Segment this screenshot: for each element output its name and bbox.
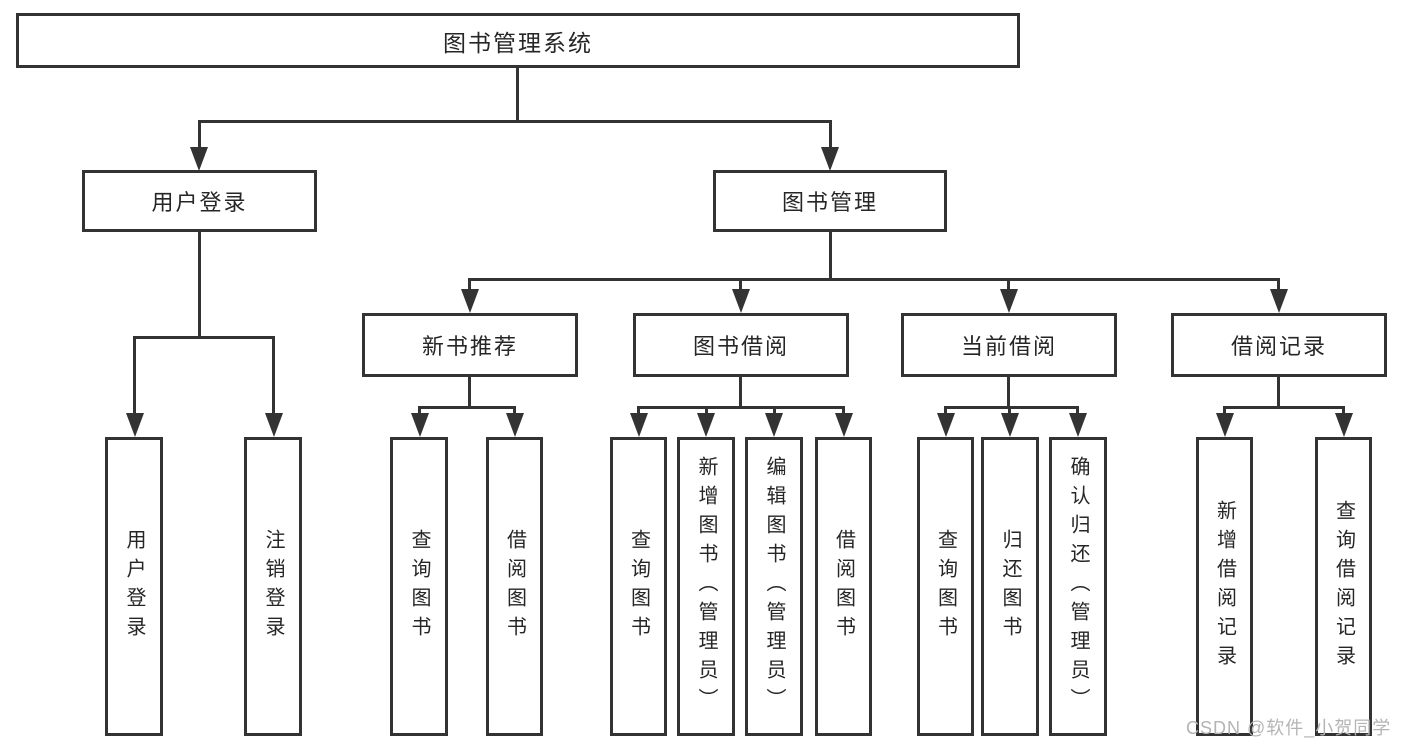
leaf-records-add-borrow-record: 新增借阅记录 bbox=[1196, 437, 1253, 736]
node-label: 图书管理 bbox=[781, 190, 878, 215]
connector-line bbox=[1277, 278, 1280, 292]
connector-line bbox=[829, 232, 832, 279]
connector-line bbox=[133, 336, 136, 416]
connector-line bbox=[829, 120, 832, 150]
arrow-down-icon bbox=[937, 413, 955, 437]
leaf-label: 查询图书 bbox=[408, 528, 430, 645]
connector-line bbox=[198, 120, 201, 150]
node-label: 图书管理系统 bbox=[443, 29, 593, 56]
connector-line bbox=[1008, 406, 1011, 416]
arrow-down-icon bbox=[1069, 413, 1087, 437]
arrow-down-icon bbox=[190, 147, 208, 171]
leaf-label: 注销登录 bbox=[262, 528, 284, 645]
leaf-label: 归还图书 bbox=[999, 528, 1021, 645]
connector-line bbox=[272, 336, 275, 416]
connector-line bbox=[637, 406, 640, 416]
arrow-down-icon bbox=[1000, 289, 1018, 313]
arrow-down-icon bbox=[630, 413, 648, 437]
connector-line bbox=[468, 278, 471, 292]
connector-line bbox=[1223, 406, 1226, 416]
leaf-records-query-borrow-record: 查询借阅记录 bbox=[1315, 437, 1372, 736]
leaf-label: 借阅图书 bbox=[503, 528, 526, 645]
connector-line bbox=[1277, 377, 1280, 407]
leaf-borrow-add-books-admin: 新增图书（管理员） bbox=[677, 437, 735, 736]
connector-line bbox=[1007, 278, 1010, 292]
node-user-login: 用户登录 bbox=[82, 170, 317, 232]
node-label: 当前借阅 bbox=[960, 334, 1057, 359]
leaf-label: 查询图书 bbox=[934, 528, 957, 645]
leaf-label: 编辑图书（管理员） bbox=[763, 456, 785, 717]
arrow-down-icon bbox=[1335, 413, 1353, 437]
arrow-down-icon bbox=[506, 413, 524, 437]
connector-line bbox=[513, 406, 516, 416]
arrow-down-icon bbox=[461, 289, 479, 313]
connector-line bbox=[1076, 406, 1079, 416]
arrow-down-icon bbox=[1216, 413, 1234, 437]
connector-line bbox=[468, 377, 471, 407]
leaf-label: 查询借阅记录 bbox=[1332, 499, 1355, 674]
leaf-label: 新增借阅记录 bbox=[1213, 499, 1236, 674]
connector-line bbox=[773, 406, 776, 416]
node-library-management-system: 图书管理系统 bbox=[16, 13, 1020, 68]
connector-line bbox=[944, 406, 947, 416]
leaf-newbook-borrow-books: 借阅图书 bbox=[486, 437, 543, 736]
connector-line bbox=[739, 278, 742, 292]
connector-line bbox=[418, 406, 421, 416]
connector-line bbox=[705, 406, 708, 416]
leaf-label: 确认归还（管理员） bbox=[1067, 456, 1089, 717]
connector-line bbox=[944, 406, 1078, 409]
csdn-watermark: CSDN @软件_小贺同学 bbox=[1186, 718, 1392, 738]
leaf-newbook-query-books: 查询图书 bbox=[390, 437, 448, 736]
leaf-borrow-edit-books-admin: 编辑图书（管理员） bbox=[745, 437, 803, 736]
leaf-label: 查询图书 bbox=[627, 528, 650, 645]
connector-line bbox=[418, 406, 516, 409]
connector-line bbox=[1007, 377, 1010, 407]
leaf-borrow-query-books: 查询图书 bbox=[610, 437, 667, 736]
leaf-label: 借阅图书 bbox=[832, 528, 855, 645]
node-label: 新书推荐 bbox=[421, 334, 518, 359]
connector-line bbox=[468, 278, 1280, 281]
node-book-management: 图书管理 bbox=[713, 170, 947, 232]
connector-line bbox=[198, 232, 201, 338]
arrow-down-icon bbox=[126, 413, 144, 437]
leaf-logout: 注销登录 bbox=[244, 437, 302, 736]
leaf-borrow-borrow-books: 借阅图书 bbox=[815, 437, 872, 736]
arrow-down-icon bbox=[1270, 289, 1288, 313]
connector-line bbox=[1342, 406, 1345, 416]
arrow-down-icon bbox=[697, 413, 715, 437]
node-label: 用户登录 bbox=[151, 190, 248, 215]
leaf-label: 新增图书（管理员） bbox=[695, 456, 717, 717]
connector-line bbox=[739, 377, 742, 407]
arrow-down-icon bbox=[835, 413, 853, 437]
node-new-book-recommend: 新书推荐 bbox=[362, 313, 578, 377]
node-borrow-records: 借阅记录 bbox=[1171, 313, 1387, 377]
leaf-user-login: 用户登录 bbox=[105, 437, 163, 736]
node-label: 图书借阅 bbox=[692, 334, 789, 359]
arrow-down-icon bbox=[265, 413, 283, 437]
leaf-current-confirm-return-admin: 确认归还（管理员） bbox=[1049, 437, 1107, 736]
arrow-down-icon bbox=[1001, 413, 1019, 437]
arrow-down-icon bbox=[411, 413, 429, 437]
arrow-down-icon bbox=[821, 147, 839, 171]
node-book-borrow: 图书借阅 bbox=[633, 313, 849, 377]
leaf-current-query-books: 查询图书 bbox=[917, 437, 974, 736]
connector-line bbox=[198, 120, 832, 123]
leaf-current-return-books: 归还图书 bbox=[981, 437, 1039, 736]
connector-line bbox=[842, 406, 845, 416]
arrow-down-icon bbox=[765, 413, 783, 437]
arrow-down-icon bbox=[732, 289, 750, 313]
connector-line bbox=[1223, 406, 1344, 409]
node-current-borrow: 当前借阅 bbox=[901, 313, 1117, 377]
leaf-label: 用户登录 bbox=[123, 528, 145, 645]
connector-line bbox=[133, 336, 275, 339]
connector-line bbox=[637, 406, 844, 409]
connector-line bbox=[516, 68, 519, 121]
node-label: 借阅记录 bbox=[1230, 334, 1327, 359]
